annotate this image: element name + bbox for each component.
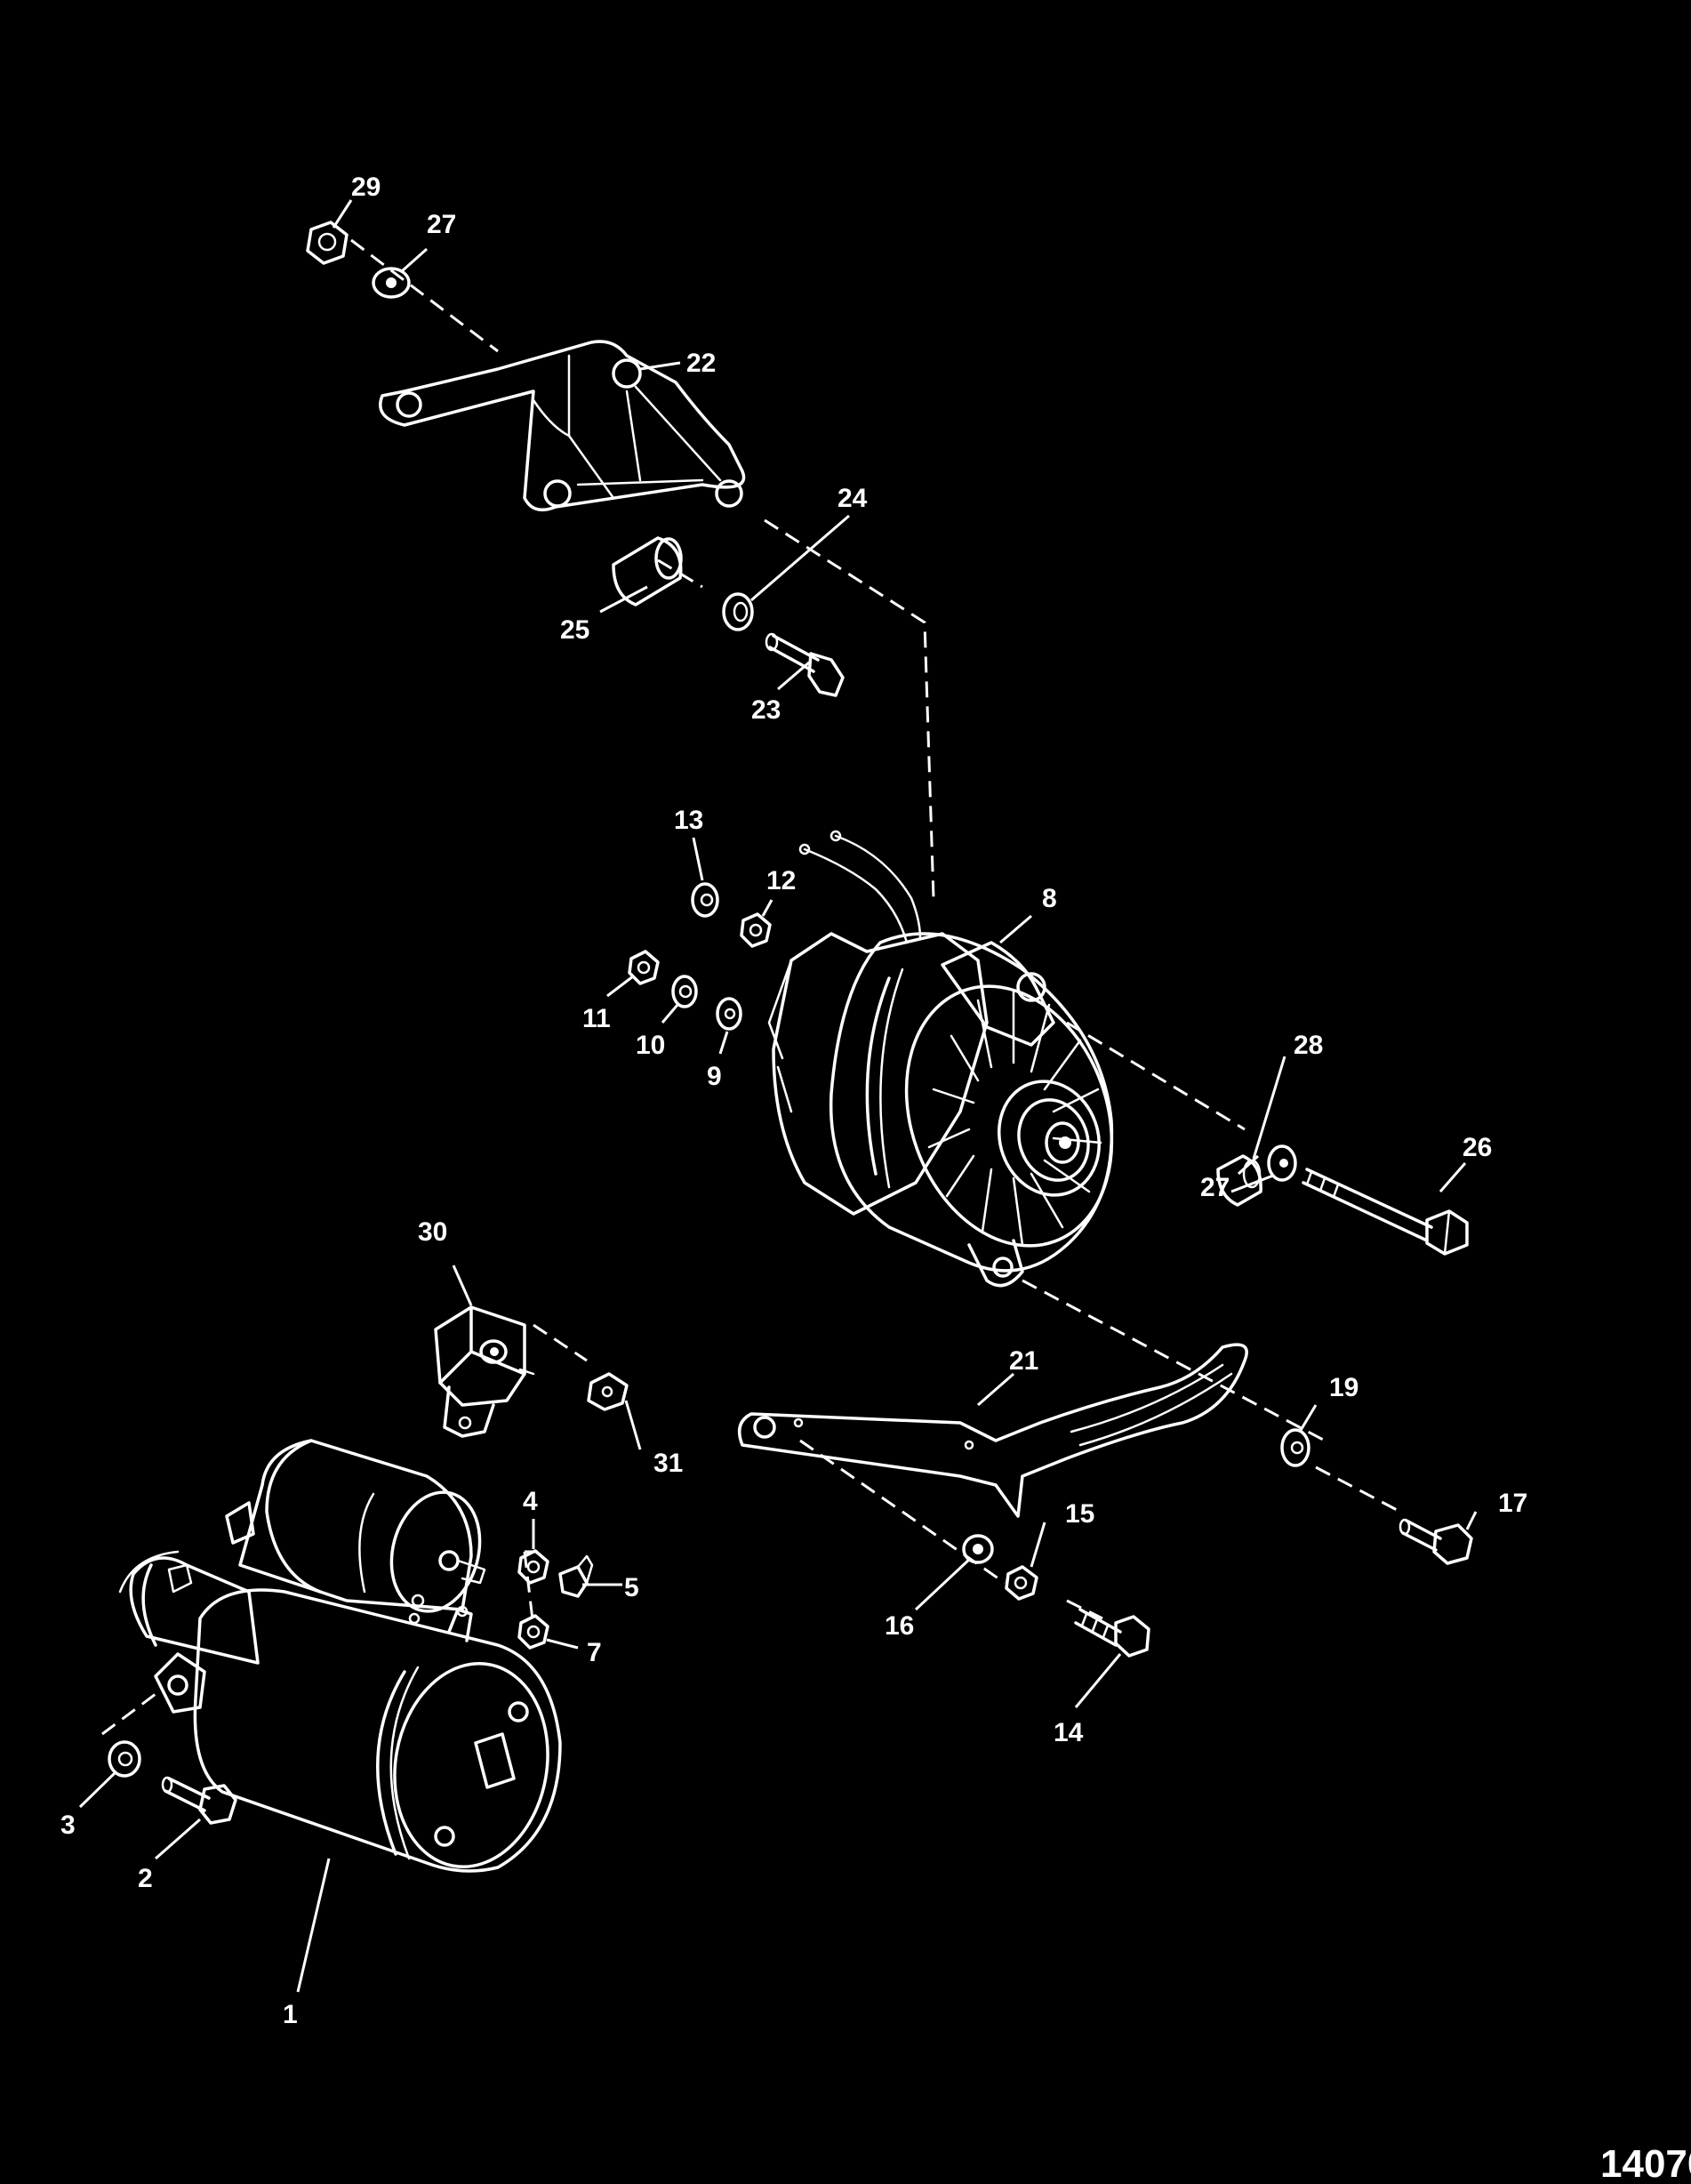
callout-28: 28	[1294, 1031, 1323, 1060]
callout-21: 21	[1009, 1346, 1038, 1376]
part-22-alternator-bracket	[379, 340, 746, 512]
part-27-washer-lower	[1267, 1144, 1297, 1182]
callout-25: 25	[560, 615, 589, 645]
part-29-nut	[306, 221, 349, 265]
callout-7: 7	[587, 1638, 602, 1667]
callout-29: 29	[351, 173, 381, 202]
part-17-bolt	[1398, 1518, 1473, 1565]
part-15-nut	[1005, 1565, 1038, 1601]
part-19-washer	[1280, 1428, 1310, 1467]
callout-12: 12	[766, 866, 796, 895]
alternator-fan	[904, 984, 1114, 1248]
callout-13: 13	[674, 806, 703, 835]
callout-16: 16	[885, 1611, 914, 1641]
callout-14: 14	[1054, 1718, 1084, 1747]
part-14-bolt	[1074, 1608, 1150, 1658]
callout-10: 10	[636, 1031, 665, 1060]
part-21-adjusting-brace	[737, 1343, 1248, 1518]
callout-22: 22	[686, 349, 716, 378]
part-1-starter-motor	[118, 1439, 562, 1873]
callout-26: 26	[1463, 1133, 1492, 1162]
part-5-terminal	[558, 1554, 594, 1598]
part-24-washer	[722, 592, 754, 631]
callout-5: 5	[624, 1573, 639, 1602]
callout-24: 24	[837, 484, 868, 513]
figure-id: 14070	[1600, 2142, 1691, 2184]
part-3-washer	[108, 1740, 141, 1778]
callout-31: 31	[653, 1449, 683, 1478]
callout-27-lower: 27	[1200, 1173, 1230, 1202]
part-30-module	[434, 1305, 535, 1438]
callout-9: 9	[707, 1062, 722, 1091]
leader-lines	[78, 199, 1478, 1993]
part-27-washer-top	[372, 267, 411, 299]
part-4-nut	[517, 1549, 549, 1585]
part-9-washer	[716, 997, 742, 1031]
part-25-spacer	[612, 536, 683, 606]
part-16-washer	[962, 1534, 994, 1564]
callout-2: 2	[138, 1864, 153, 1893]
part-11-nut	[628, 950, 660, 985]
callout-15: 15	[1065, 1499, 1094, 1529]
callout-11: 11	[582, 1004, 611, 1033]
part-10-nut	[671, 975, 698, 1008]
callout-3: 3	[60, 1811, 76, 1840]
part-23-bolt	[765, 632, 845, 697]
callout-23: 23	[751, 695, 781, 725]
callout-8: 8	[1042, 884, 1057, 913]
callouts: 29 27 22 24 25 23 13 12 8 11 10 9 28 27 …	[60, 173, 1691, 2184]
alternator-pulley	[997, 1080, 1102, 1197]
callout-19: 19	[1329, 1373, 1358, 1402]
part-12-nut	[740, 912, 772, 948]
callout-1: 1	[283, 2000, 298, 2029]
part-31-square-nut	[587, 1372, 629, 1411]
assembly-lines	[101, 238, 1401, 1736]
part-26-bolt	[1302, 1168, 1469, 1256]
part-13-nut	[691, 882, 719, 918]
callout-27-top: 27	[427, 210, 456, 239]
part-8-alternator	[767, 830, 1114, 1288]
part-2-bolt	[161, 1776, 237, 1825]
callout-17: 17	[1498, 1489, 1527, 1518]
callout-4: 4	[523, 1487, 538, 1516]
callout-30: 30	[418, 1217, 447, 1247]
part-7-nut	[517, 1614, 549, 1650]
